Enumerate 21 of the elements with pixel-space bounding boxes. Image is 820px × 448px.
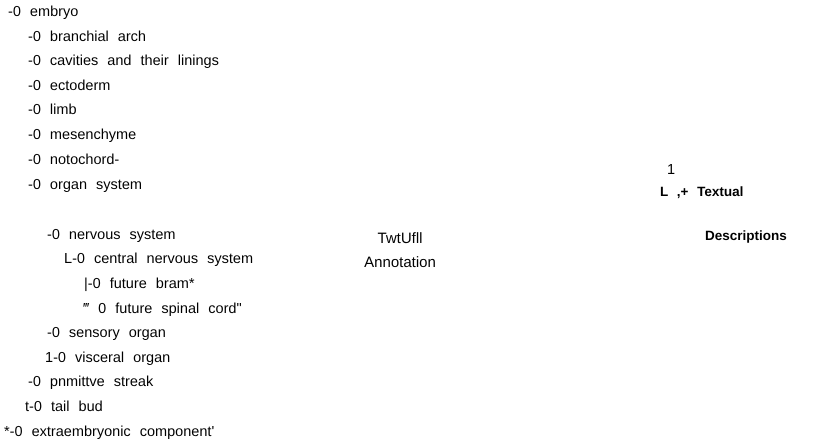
tree-item: -0 limb — [28, 102, 77, 119]
tree-item: L-0 central nervous system — [64, 251, 254, 268]
tree-item: -0 sensory organ — [47, 325, 166, 342]
tree-item: -0 pnmittve streak — [28, 374, 154, 391]
tree-item: -0 notochord- — [28, 152, 120, 169]
tree-item: -0 ectoderm — [28, 78, 110, 95]
tree-item: ‴ 0 future spinal cord" — [84, 301, 242, 318]
tree-item: -0 mesenchyme — [28, 127, 136, 144]
superscript-number: 1 — [667, 162, 676, 179]
legend-text: L ,+ Textual — [660, 183, 744, 200]
tree-item: 1-0 visceral organ — [45, 350, 170, 367]
tree-item: -0 cavities and their linings — [28, 53, 219, 70]
tree-item: -0 embryo — [8, 4, 78, 21]
tree-item: |-0 future bram* — [84, 276, 194, 293]
legend-text: Descriptions — [705, 227, 787, 244]
tree-item: -0 branchial arch — [28, 29, 146, 46]
tree-item: *-0 extraembryonic component' — [4, 424, 214, 441]
tree-item: -0 organ system — [28, 177, 142, 194]
annotation-text: TwtUfll Annotation — [363, 229, 437, 273]
tree-item: -0 nervous system — [47, 227, 176, 244]
tree-item: t-0 tail bud — [25, 399, 103, 416]
